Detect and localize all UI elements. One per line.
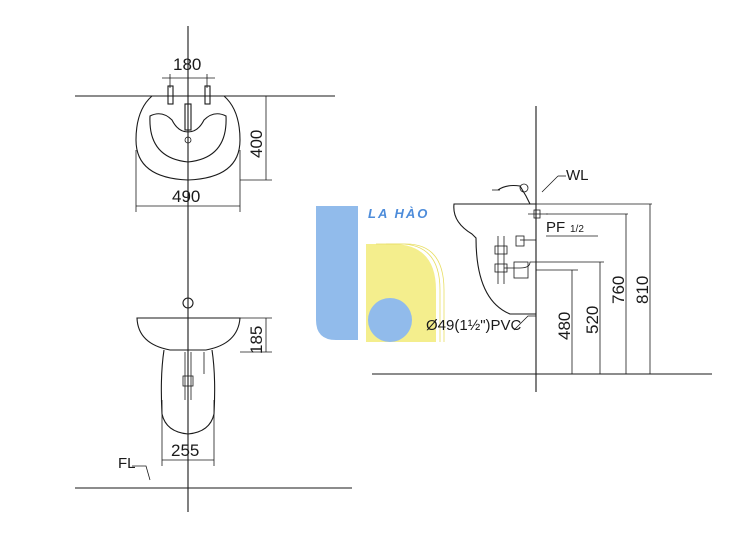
drain-leader — [513, 315, 536, 331]
fl-label: FL — [118, 455, 136, 472]
drain-pipe-label: Ø49(1½")PVC — [426, 317, 522, 334]
pedestal-front — [160, 349, 216, 435]
dim-810-label: 810 — [633, 276, 652, 304]
faucet-spout — [184, 103, 192, 131]
basin-outline-top — [135, 95, 241, 181]
basin-side — [453, 203, 536, 315]
faucet-right — [204, 85, 211, 105]
watermark-logo: LA HÀO — [316, 206, 445, 342]
basin-front — [136, 317, 241, 351]
trap-side — [513, 261, 529, 279]
top-view: 180 400 490 — [75, 26, 335, 512]
basin-bowl-top — [149, 113, 227, 163]
fl-leader — [132, 465, 151, 481]
dim-255-label: 255 — [171, 441, 199, 460]
dim-400-label: 400 — [247, 130, 266, 158]
dim-185-label: 185 — [247, 326, 266, 354]
dim-180-label: 180 — [173, 55, 201, 74]
faucet-left — [167, 85, 174, 105]
dim-490-label: 490 — [172, 187, 200, 206]
front-view: 185 255 FL — [75, 297, 352, 489]
logo-blue-circle — [368, 298, 412, 342]
pf-label: PF — [546, 219, 565, 236]
drain-top — [184, 136, 192, 144]
wl-label: WL — [566, 167, 589, 184]
trap-front — [182, 375, 194, 387]
wl-leader — [541, 175, 559, 193]
dim-760-label: 760 — [609, 276, 628, 304]
dim-480-label: 480 — [555, 312, 574, 340]
logo-brand-text: LA HÀO — [368, 206, 429, 221]
faucet-side — [497, 184, 531, 205]
side-view: WL PF 1/2 Ø49(1½")PVC 480 520 760 810 — [372, 106, 712, 392]
dim-520-label: 520 — [583, 306, 602, 334]
logo-blue-bar — [316, 206, 358, 340]
pf-size-label: 1/2 — [570, 224, 584, 235]
faucet-front — [182, 297, 194, 309]
